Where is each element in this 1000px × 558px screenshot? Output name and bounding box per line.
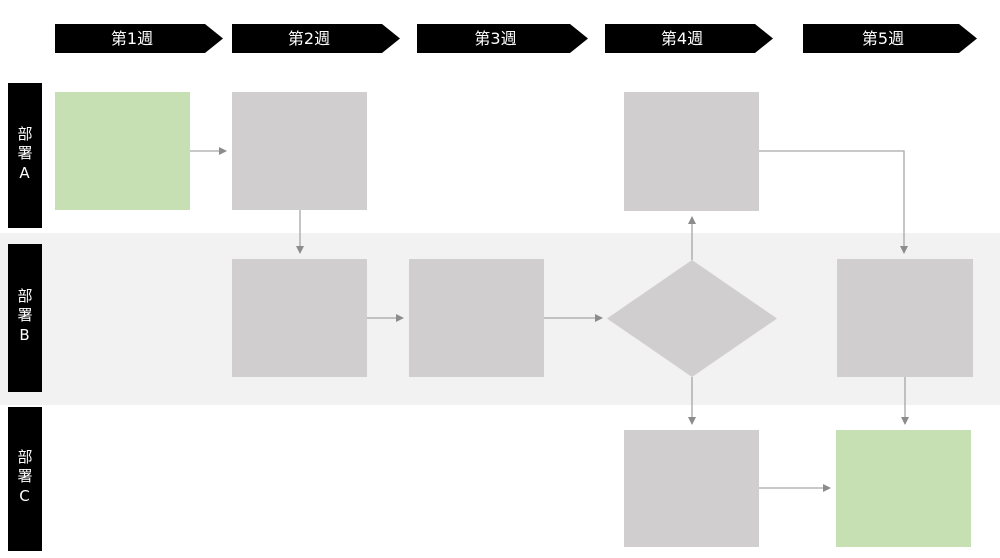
task-box-lane-c-week-5: [836, 430, 971, 547]
task-box-lane-b-week-3: [409, 259, 544, 377]
lane-label-c: 部署C: [8, 407, 42, 551]
lane-label-b: 部署B: [8, 244, 42, 392]
week-banner-1: 第1週: [55, 24, 223, 53]
task-box-lane-a-week-1: [55, 92, 190, 210]
week-banner-4-label: 第4週: [660, 28, 704, 48]
lane-label-a-text: 部署A: [15, 125, 34, 186]
week-banner-1-label: 第1週: [110, 28, 154, 48]
task-box-lane-a-week-4: [624, 92, 759, 211]
lane-label-a: 部署A: [8, 83, 42, 228]
lane-label-b-text: 部署B: [15, 288, 34, 348]
week-banner-3-label: 第3週: [474, 28, 517, 48]
week-banner-2-label: 第2週: [287, 28, 331, 48]
task-box-lane-b-week-5: [837, 259, 973, 377]
week-banner-5: 第5週: [803, 24, 977, 53]
lane-label-c-text: 部署C: [15, 449, 34, 509]
week-banner-4: 第4週: [605, 24, 773, 53]
week-banner-3: 第3週: [417, 24, 588, 53]
week-banner-5-label: 第5週: [861, 28, 905, 48]
task-box-lane-b-week-2: [232, 259, 367, 377]
task-box-lane-c-week-4: [624, 430, 759, 547]
task-box-lane-a-week-2: [232, 92, 367, 210]
week-banner-2: 第2週: [232, 24, 400, 53]
